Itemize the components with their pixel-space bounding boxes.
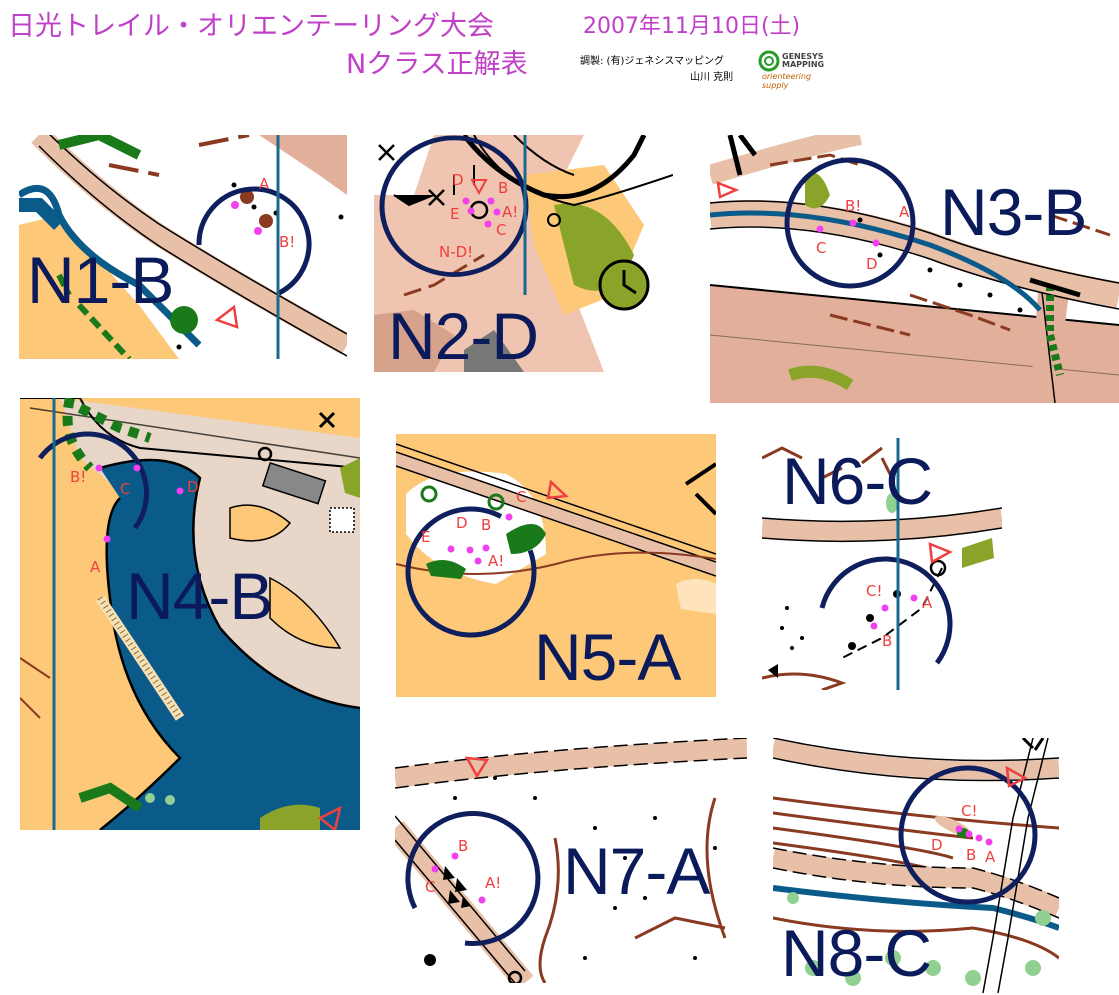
answer-label-n6: N6-C — [782, 444, 933, 518]
choice-label: E — [421, 528, 431, 546]
choice-label: D — [452, 171, 464, 189]
choice-label: D — [187, 478, 199, 496]
choice-label: B! — [279, 233, 296, 251]
map-n6 — [762, 438, 1002, 690]
choice-label: C — [496, 221, 507, 239]
map-n4 — [20, 398, 360, 830]
choice-label: N-D! — [439, 243, 474, 261]
map-n5 — [396, 434, 716, 697]
page-title: 日光トレイル・オリエンテーリング大会 — [8, 11, 494, 42]
choice-label: C! — [961, 802, 978, 820]
choice-label: A — [259, 175, 270, 193]
choice-label: C! — [866, 582, 883, 600]
choice-label: B — [481, 516, 492, 534]
credit-company: 調製: (有)ジェネシスマッピング — [580, 56, 725, 67]
choice-label: A — [922, 594, 933, 612]
map-n1 — [19, 135, 347, 359]
answer-label-n3: N3-B — [940, 175, 1087, 249]
map-panel-n2: D B E A! C N-D! N2-D — [374, 135, 673, 372]
map-panel-n8: C! D B A N8-C — [773, 738, 1059, 993]
answer-label-n1: N1-B — [27, 243, 174, 317]
map-n3 — [710, 135, 1119, 403]
choice-label: B — [966, 846, 977, 864]
choice-label: A — [985, 848, 996, 866]
choice-label: C — [120, 480, 131, 498]
event-date: 2007年11月10日(土) — [583, 14, 801, 39]
choice-label: A — [899, 203, 910, 221]
choice-label: B! — [70, 468, 87, 486]
answer-label-n8: N8-C — [781, 916, 932, 990]
answer-label-n5: N5-A — [534, 620, 681, 694]
map-n8 — [773, 738, 1059, 993]
answer-label-n4: N4-B — [126, 559, 273, 633]
logo-text-1: GENESYS — [782, 52, 824, 61]
map-panel-n4: B! C D A N4-B — [20, 398, 360, 830]
spiral-logo-icon — [758, 50, 780, 72]
choice-label: C — [816, 239, 827, 257]
choice-label: B! — [845, 197, 862, 215]
genesys-mapping-logo: GENESYS MAPPING orienteering supply — [758, 50, 828, 90]
map-panel-n1: A B! N1-B — [19, 135, 347, 359]
logo-tagline: orienteering supply — [762, 72, 812, 90]
credit-author: 山川 克則 — [690, 72, 734, 83]
map-panel-n3: B! A C D N3-B — [710, 135, 1119, 403]
logo-text-2: MAPPING — [782, 60, 825, 69]
map-n2 — [374, 135, 673, 372]
choice-label: D — [456, 514, 468, 532]
choice-label: A — [90, 558, 101, 576]
choice-label: C — [425, 878, 436, 896]
map-panel-n6: C! A B N6-C — [762, 438, 1002, 690]
choice-label: A! — [502, 203, 519, 221]
choice-label: D — [931, 836, 943, 854]
map-panel-n5: C D B E A! N5-A — [396, 434, 716, 697]
choice-label: B — [458, 837, 469, 855]
answer-label-n2: N2-D — [388, 299, 539, 372]
choice-label: C — [516, 488, 527, 506]
choice-label: E — [450, 205, 460, 223]
choice-label: B — [882, 632, 893, 650]
choice-label: A! — [488, 552, 505, 570]
map-panel-n7: B C A! N7-A — [395, 738, 747, 983]
map-n7 — [395, 738, 747, 983]
answer-label-n7: N7-A — [563, 834, 710, 908]
choice-label: D — [866, 255, 878, 273]
choice-label: B — [498, 179, 509, 197]
page-subtitle: Nクラス正解表 — [346, 49, 528, 80]
choice-label: A! — [485, 874, 502, 892]
